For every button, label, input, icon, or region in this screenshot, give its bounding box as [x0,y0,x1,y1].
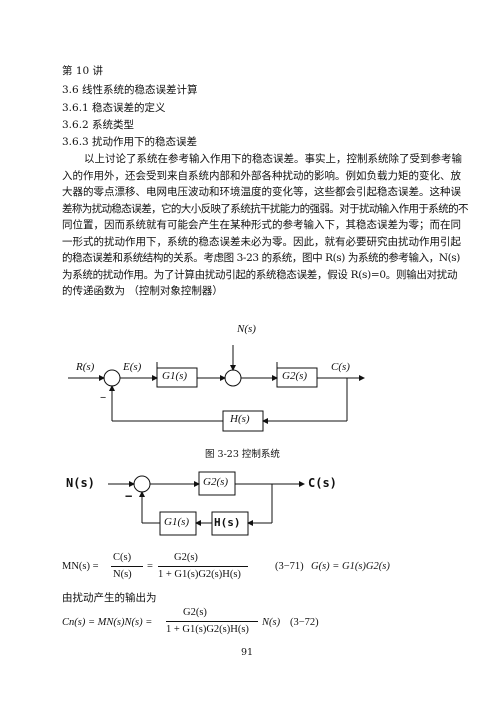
fraction-bar [111,566,143,567]
section-heading: 3.6 线性系统的稳态误差计算 [62,84,198,96]
minus-sign-2: − [125,489,133,503]
summing-junction-3 [133,475,151,493]
eq-mn-frac2-num: G2(s) [174,552,198,563]
label-c: C(s) [331,361,350,373]
subsection-heading-3: 3.6.3 扰动作用下的稳态误差 [62,136,198,148]
eq-mn-frac2-den: 1 + G1(s)G2(s)H(s) [158,569,241,580]
subsection-heading-1: 3.6.1 稳态误差的定义 [62,102,166,114]
label-e: E(s) [123,361,142,373]
paragraph-line: 一形式的扰动作用下，系统的稳态误差未必为零。因此，就有必要研究由扰动作用引起 [62,235,461,248]
paragraph-line: 同位置，因而系统就有可能会产生在某种形式的参考输入下，其稳态误差为零；而在同 [62,219,461,231]
paragraph-line: 的稳态误差和系统结构的关系。考虑图 3-23 的系统，图中 R(s) 为系统的参… [62,252,460,264]
figure-caption: 图 3-23 控制系统 [205,449,280,460]
paragraph-line: 差称为扰动稳态误差，它的大小反映了系统抗干扰能力的强弱。对于扰动输入作用于系统的… [62,202,469,215]
fraction-bar [166,621,258,622]
fraction-bar [158,566,248,567]
paragraph-line: 为系统的扰动作用。为了计算由扰动引起的系统稳态误差，假设 R(s)=0。则输出对… [62,268,458,281]
lecture-title: 第 10 讲 [62,65,104,77]
label-g1: G1(s) [162,370,188,382]
minus-sign: − [100,392,107,404]
subsection-heading-2: 3.6.2 系统类型 [62,119,135,131]
eq-cn-lhs: Cn(s) = MN(s)N(s) = [62,617,153,628]
eq-mn-frac1-num: C(s) [113,552,132,563]
paragraph-line: 的传递函数为 （控制对象控制器） [62,285,223,297]
paragraph-line: 以上讨论了系统在参考输入作用下的稳态误差。事实上，控制系统除了受到参考输 [84,153,462,165]
eq-cn-tail: N(s) [262,617,281,628]
label-n: N(s) [237,323,256,335]
label-n-2: N(s) [66,476,95,490]
label-r: R(s) [76,361,95,373]
page-number: 91 [241,647,254,658]
paragraph-line: 入的作用外，还会受到来自系统内部和外部各种扰动的影响。例如负载力矩的变化、放 [62,169,461,182]
label-h: H(s) [230,413,250,425]
label-c-2: C(s) [308,476,337,490]
eq-mn-frac1-den: N(s) [113,569,132,580]
label-g2: G2(s) [282,370,308,382]
eq-mn-lhs: MN(s) = [62,561,99,572]
paragraph-line: 大器的零点漂移、电网电压波动和环境温度的变化等，这些都会引起稳态误差。这种误 [62,186,461,198]
eq-cn-num: G2(s) [183,607,207,618]
eq-cn-den: 1 + G1(s)G2(s)H(s) [166,624,249,635]
body-paragraph: 以上讨论了系统在参考输入作用下的稳态误差。事实上，控制系统除了受到参考输 入的作… [62,151,469,300]
output-text: 由扰动产生的输出为 [62,592,157,604]
label-g1-2: G1(s) [164,516,190,528]
label-g2-2: G2(s) [203,476,229,488]
eq-g-def: G(s) = G1(s)G2(s) [311,561,390,572]
label-h-2: H(s) [214,516,241,529]
eq-tag-3-72: (3−72) [290,617,319,628]
eq-tag-3-71: (3−71) [275,561,304,572]
eq-mn-equals: = [147,561,153,572]
